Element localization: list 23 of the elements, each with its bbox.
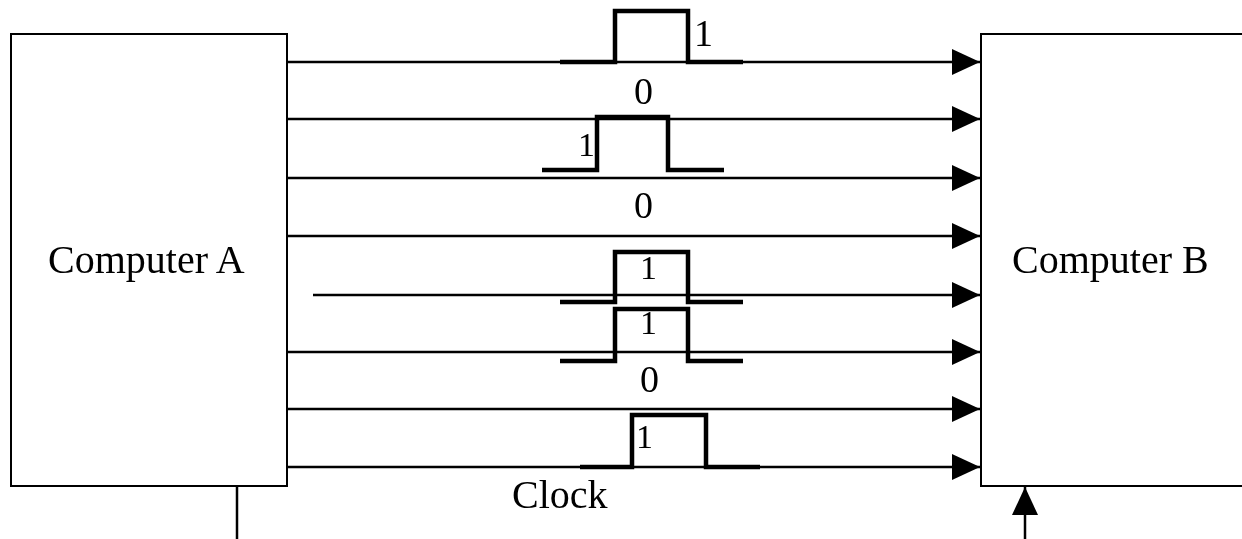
bit-value: 1 [636,420,653,454]
arrow [288,106,980,132]
arrow [288,223,980,249]
bit-value: 1 [694,14,713,52]
computer-label: Computer A [48,236,246,284]
bit-value: 1 [640,306,657,340]
line [235,487,239,539]
computer-label: Computer B [1012,236,1210,284]
arrow [1012,487,1038,539]
bit-value: 0 [634,72,653,110]
arrow [288,165,980,191]
arrow [288,339,980,365]
arrow [288,396,980,422]
arrow [288,49,980,75]
arrow [288,454,980,480]
computer-box [980,33,1242,487]
arrow [313,282,980,308]
bit-value: 0 [634,186,653,224]
signal-label: Clock [512,475,608,515]
bit-value: 1 [640,251,657,285]
bit-value: 1 [578,128,595,162]
computer-box [10,33,288,487]
bit-value: 0 [640,360,659,398]
